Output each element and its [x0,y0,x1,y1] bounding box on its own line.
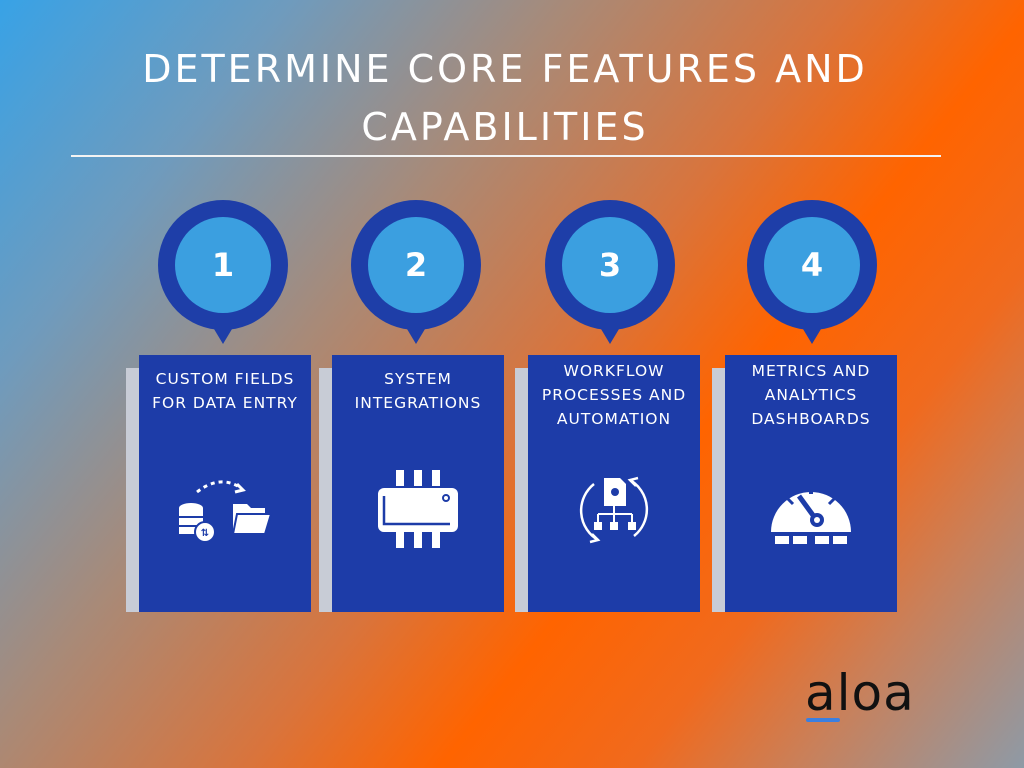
aloa-logo: aloa [805,664,915,722]
card-shadow [126,368,140,612]
title-line-2: CAPABILITIES [361,105,649,149]
step-label: CUSTOM FIELDS FOR DATA ENTRY [152,370,298,412]
step-number: 2 [368,217,464,313]
step-pin: 2 [351,200,481,344]
step-label: WORKFLOW PROCESSES AND AUTOMATION [541,362,687,428]
step-card: CUSTOM FIELDS FOR DATA ENTRY ⇅ [139,355,311,612]
title-divider [71,155,941,157]
step-1: 1 CUSTOM FIELDS FOR DATA ENTRY ⇅ [126,200,326,620]
card-shadow [319,368,333,612]
page-title: DETERMINE CORE FEATURES AND CAPABILITIES [0,40,1010,156]
card-shadow [712,368,726,612]
step-number: 3 [562,217,658,313]
card-shadow [515,368,529,612]
step-label: METRICS AND ANALYTICS DASHBOARDS [751,362,871,428]
dashboard-gauge-icon [771,484,851,544]
step-number: 4 [764,217,860,313]
svg-text:⇅: ⇅ [201,528,209,539]
step-card: METRICS AND ANALYTICS DASHBOARDS [725,355,897,612]
step-card: WORKFLOW PROCESSES AND AUTOMATION [528,355,700,612]
step-pin: 1 [158,200,288,344]
step-4: 4 METRICS AND ANALYTICS DASHBOARDS [712,200,912,620]
step-card: SYSTEM INTEGRATIONS [332,355,504,612]
database-to-folder-icon: ⇅ [179,480,273,543]
step-pin: 3 [545,200,675,344]
chip-connector-icon [378,470,458,548]
step-number: 1 [175,217,271,313]
logo-underline [806,718,840,722]
step-3: 3 WORKFLOW PROCESSES AND AUTOMATION [515,200,715,620]
step-pin: 4 [747,200,877,344]
workflow-automation-icon [579,476,649,544]
step-label: SYSTEM INTEGRATIONS [354,370,482,412]
step-2: 2 SYSTEM INTEGRATIONS [319,200,519,620]
title-line-1: DETERMINE CORE FEATURES AND [142,47,868,91]
